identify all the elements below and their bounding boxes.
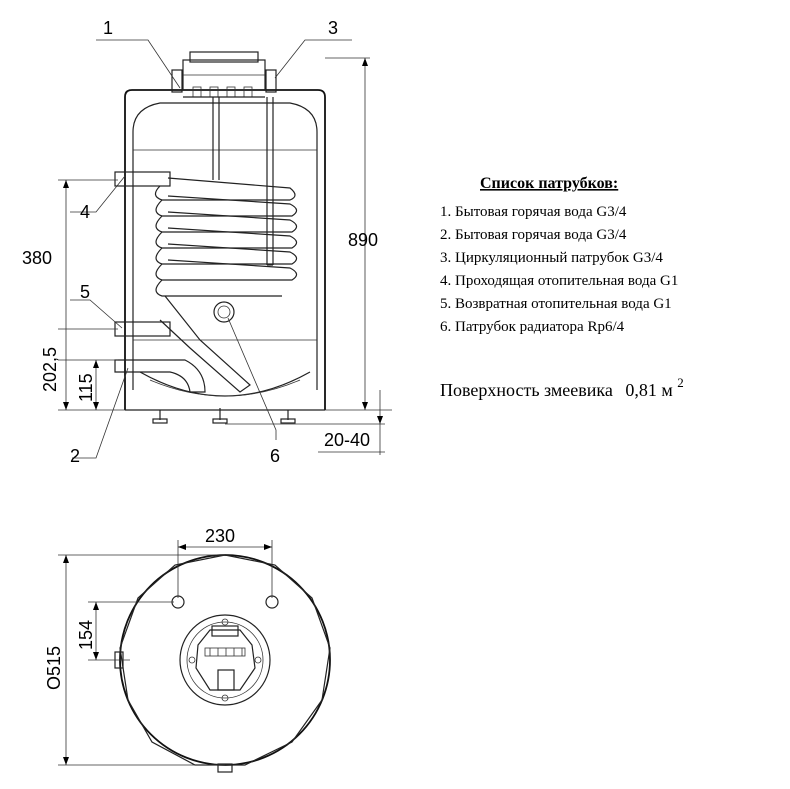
connections-legend: Список патрубков: 1. Бытовая горячая вод… <box>440 175 678 335</box>
coil-surface-value: 0,81 м <box>625 380 672 400</box>
dim-115: 115 <box>76 373 96 402</box>
dimension-lines-top <box>58 540 273 766</box>
feet <box>152 408 296 424</box>
callout-5: 5 <box>80 282 90 302</box>
connector-3-pipe <box>265 69 277 93</box>
dim-20-40: 20-40 <box>324 430 370 450</box>
legend-item-1: 1. Бытовая горячая вода G3/4 <box>440 204 627 220</box>
callout-3: 3 <box>328 18 338 38</box>
dim-202-5: 202,5 <box>40 347 60 392</box>
callout-leaders <box>70 39 352 459</box>
connector-1-pipe <box>171 69 183 93</box>
dim-154: 154 <box>76 620 96 650</box>
callout-6: 6 <box>270 446 280 466</box>
tank-side-view <box>114 51 326 424</box>
legend-item-2: 2. Бытовая горячая вода G3/4 <box>440 227 627 243</box>
coil-surface-note: Поверхность змеевика 0,81 м 2 <box>440 375 684 400</box>
callout-1: 1 <box>103 18 113 38</box>
legend-title: Список патрубков: <box>480 175 618 192</box>
dimension-lines-side <box>58 57 392 455</box>
legend-item-6: 6. Патрубок радиатора Rp6/4 <box>440 319 625 335</box>
heating-coil <box>114 171 298 393</box>
coil-surface-label: Поверхность змеевика <box>440 380 613 400</box>
tank-top-view <box>114 554 331 773</box>
connector-2-pipe <box>114 359 206 393</box>
legend-item-5: 5. Возвратная отопительная вода G1 <box>440 296 672 312</box>
legend-item-3: 3. Циркуляционный патрубок G3/4 <box>440 250 663 266</box>
dim-380: 380 <box>22 248 52 268</box>
dim-230: 230 <box>205 526 235 546</box>
top-flange <box>182 51 266 98</box>
callout-2: 2 <box>70 446 80 466</box>
dim-diameter: O515 <box>44 646 64 690</box>
callout-4: 4 <box>80 202 90 222</box>
svg-text:Поверхность змеевика 0,8: Поверхность змеевика 0,81 м 2 <box>440 375 684 400</box>
legend-item-4: 4. Проходящая отопительная вода G1 <box>440 273 678 289</box>
central-flange <box>179 614 271 706</box>
connector-6-port <box>213 301 235 323</box>
dim-890: 890 <box>348 230 378 250</box>
coil-surface-unit-sup: 2 <box>677 375 684 390</box>
